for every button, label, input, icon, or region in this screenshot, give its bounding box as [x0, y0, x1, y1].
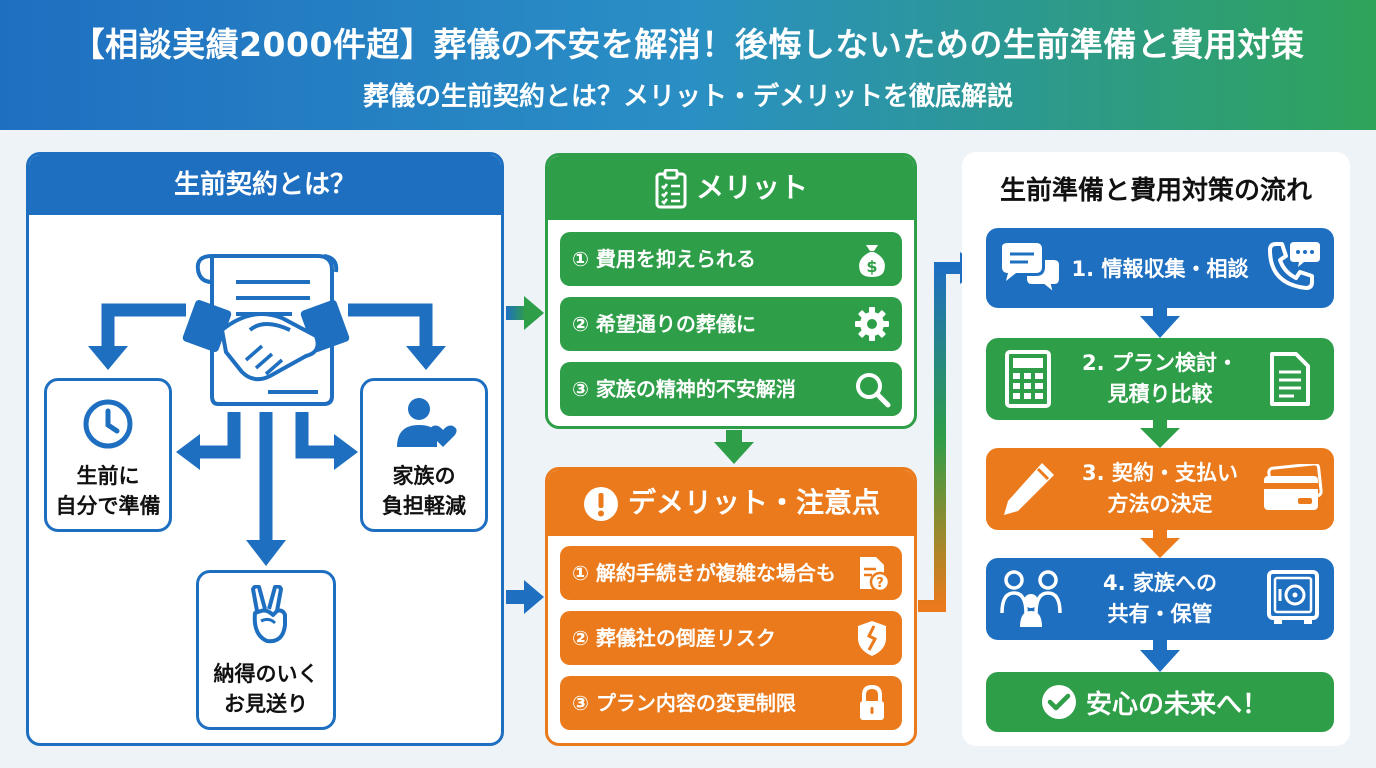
merit-item-3-label: ③ 家族の精神的不安解消 [572, 377, 796, 401]
safe-icon [1267, 570, 1319, 624]
demerit-item-1-label: ① 解約手続きが複雑な場合も [572, 561, 836, 585]
merit-item-2-label: ② 希望通りの葬儀に [572, 312, 756, 336]
check-circle-icon [1042, 685, 1076, 719]
definition-panel-title: 生前契約とは？ [29, 155, 501, 215]
document-question-icon: ? [860, 557, 891, 593]
demerit-item-2-label: ② 葬儀社の倒産リスク [572, 626, 776, 650]
self-prepare-box: 生前に 自分で準備 [44, 378, 172, 532]
farewell-line1: 納得のいく [213, 662, 319, 686]
flow-step-4: 4. 家族への 共有・保管 [986, 558, 1334, 640]
merits-panel-title: メリット [548, 156, 914, 220]
credit-card-icon [1264, 464, 1323, 510]
demerits-panel-title: デメリット・注意点 [548, 470, 914, 536]
demerits-title-text: デメリット・注意点 [627, 486, 880, 519]
flow-step-2-line1: 2. プラン検討・ [1082, 351, 1238, 375]
merit-item-2: ② 希望通りの葬儀に [560, 297, 902, 351]
calculator-icon [1005, 350, 1051, 408]
demerits-panel: デメリット・注意点 ① 解約手続きが複雑な場合も ? ② 葬儀社の倒産リスク ③… [545, 467, 917, 746]
merits-title-text: メリット [695, 171, 808, 204]
flow-panel-title: 生前準備と費用対策の流れ [999, 176, 1312, 206]
flow-step-1: 1. 情報収集・相談 [986, 228, 1334, 308]
merit-item-1-label: ① 費用を抑えられる [572, 247, 756, 271]
flow-step-2-line2: 見積り比較 [1107, 382, 1213, 406]
family-burden-line2: 負担軽減 [382, 494, 466, 518]
merits-panel: メリット ① 費用を抑えられる $ ② 希望通りの葬儀に ③ 家族の精神的不安解… [545, 153, 917, 429]
exclamation-icon [583, 487, 618, 521]
svg-text:$: $ [866, 257, 877, 276]
money-bag-icon: $ [859, 245, 885, 277]
broken-shield-icon [858, 621, 886, 656]
page-subtitle: 葬儀の生前契約とは？メリット・デメリットを徹底解説 [362, 82, 1013, 112]
merit-item-1: ① 費用を抑えられる $ [560, 232, 902, 286]
merit-item-3: ③ 家族の精神的不安解消 [560, 362, 902, 416]
demerit-item-2: ② 葬儀社の倒産リスク [560, 611, 902, 665]
family-burden-box: 家族の 負担軽減 [360, 378, 488, 532]
family-burden-line1: 家族の [392, 464, 456, 488]
family-icon [1000, 570, 1062, 627]
demerit-item-3-label: ③ プラン内容の変更制限 [572, 691, 796, 715]
pen-icon [1004, 463, 1054, 515]
clipboard-checklist-icon [655, 169, 687, 209]
demerit-item-1: ① 解約手続きが複雑な場合も ? [560, 546, 902, 600]
satisfying-farewell-box: 納得のいく お見送り [196, 570, 336, 730]
peace-hand-icon [251, 585, 287, 644]
flow-step-4-line2: 共有・保管 [1107, 602, 1213, 626]
flow-step-3-line1: 3. 契約・支払い [1082, 461, 1238, 485]
flow-step-4-line1: 4. 家族への [1103, 571, 1217, 595]
gear-icon [855, 307, 889, 341]
self-prepare-line2: 自分で準備 [55, 494, 161, 518]
flow-step-1-line1: 1. 情報収集・相談 [1071, 257, 1249, 281]
flow-final-step: 安心の未来へ！ [986, 672, 1334, 732]
lock-icon [860, 684, 884, 720]
flow-step-2: 2. プラン検討・ 見積り比較 [986, 338, 1334, 420]
chat-bubbles-icon [1002, 243, 1061, 295]
flow-step-3-line2: 方法の決定 [1107, 492, 1213, 516]
flow-step-3: 3. 契約・支払い 方法の決定 [986, 448, 1334, 530]
farewell-line2: お見送り [224, 692, 308, 716]
flow-final-label: 安心の未来へ！ [1086, 690, 1269, 720]
header-banner: 【相談実績2000件超】葬儀の不安を解消！後悔しないための生前準備と費用対策 葬… [0, 0, 1376, 130]
page-title: 【相談実績2000件超】葬儀の不安を解消！後悔しないための生前準備と費用対策 [71, 25, 1305, 64]
demerit-item-3: ③ プラン内容の変更制限 [560, 676, 902, 730]
magnifier-icon [856, 373, 891, 408]
document-icon [1270, 352, 1310, 406]
person-heart-icon [397, 398, 457, 447]
self-prepare-line1: 生前に [76, 464, 140, 488]
phone-chat-icon [1268, 242, 1320, 290]
clock-icon [83, 399, 133, 449]
svg-text:?: ? [876, 576, 884, 591]
